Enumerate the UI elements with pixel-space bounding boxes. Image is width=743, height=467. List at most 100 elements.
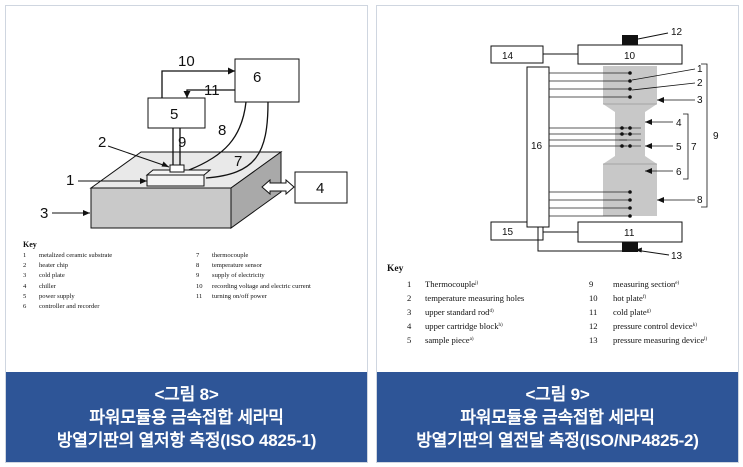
svg-text:thermocouple: thermocouple	[212, 252, 248, 259]
pressure-control-device	[622, 35, 638, 45]
svg-text:3: 3	[407, 307, 411, 317]
svg-text:pressure measuring devicel): pressure measuring devicel)	[613, 335, 708, 345]
label-16: 16	[531, 141, 543, 152]
svg-text:1: 1	[23, 252, 26, 259]
figure-9-caption: <그림 9> 파워모듈용 금속접합 세라믹 방열기판의 열전달 측정(ISO/N…	[377, 372, 738, 462]
box-6	[673, 165, 687, 177]
label-12: 12	[671, 27, 683, 38]
svg-text:supply of electricity: supply of electricity	[212, 272, 265, 279]
svg-text:2: 2	[23, 262, 26, 269]
svg-text:10: 10	[196, 283, 203, 290]
svg-text:10: 10	[589, 293, 598, 303]
svg-text:5: 5	[407, 335, 411, 345]
svg-text:sample piecea): sample piecea)	[425, 335, 474, 345]
caption-figure-number: <그림 8>	[154, 384, 219, 404]
label-1: 1	[697, 64, 703, 75]
svg-text:power supply: power supply	[39, 293, 75, 300]
pressure-measuring-device	[622, 242, 638, 252]
label-13: 13	[671, 251, 683, 262]
svg-text:hot platef): hot platef)	[613, 293, 647, 303]
key-title: Key	[387, 264, 404, 274]
svg-text:8: 8	[196, 262, 200, 269]
label-11: 11	[204, 82, 220, 99]
svg-text:controller and recorder: controller and recorder	[39, 303, 100, 310]
box-4	[673, 116, 687, 128]
label-10: 10	[624, 51, 636, 62]
svg-text:cold plateg): cold plateg)	[613, 307, 651, 317]
label-4: 4	[676, 118, 682, 129]
measuring-holes	[620, 71, 632, 218]
figure-9-panel: 10 12 11 13 14 15 16	[376, 5, 739, 463]
figure-8-panel: 1 2 3 4 5 6 7 8 9 10 11 Key 1 metalized …	[5, 5, 368, 463]
svg-text:recording voltage and electric: recording voltage and electric current	[212, 283, 311, 290]
label-3: 3	[40, 205, 48, 222]
label-5: 5	[676, 142, 682, 153]
svg-text:cold plate: cold plate	[39, 272, 65, 279]
key-list: 1 metalized ceramic substrate 2 heater c…	[23, 252, 311, 310]
heater-chip	[169, 164, 185, 173]
svg-text:pressure control devicek): pressure control devicek)	[613, 321, 697, 331]
line-7	[205, 101, 269, 179]
label-2: 2	[98, 134, 106, 151]
label-10: 10	[178, 53, 195, 70]
svg-text:9: 9	[589, 279, 593, 289]
label-8: 8	[218, 122, 226, 139]
label-9: 9	[178, 134, 186, 151]
label-6: 6	[676, 167, 682, 178]
svg-text:chiller: chiller	[39, 283, 57, 290]
thermal-resistance-diagram: 1 2 3 4 5 6 7 8 9 10 11 Key 1 metalized …	[23, 53, 348, 310]
line-10	[161, 70, 235, 98]
box-5	[673, 140, 687, 152]
svg-text:temperature sensor: temperature sensor	[212, 262, 263, 269]
caption-figure-number: <그림 9>	[525, 384, 590, 404]
svg-text:temperature measuring holes: temperature measuring holes	[425, 293, 525, 303]
label-7: 7	[234, 153, 242, 170]
key-title: Key	[23, 240, 37, 249]
box-14	[490, 45, 544, 64]
key-list: 1 Thermocouplej) 2 temperature measuring…	[407, 279, 708, 345]
label-7: 7	[691, 142, 697, 153]
svg-text:5: 5	[23, 293, 27, 300]
svg-text:4: 4	[23, 283, 27, 290]
svg-text:7: 7	[196, 252, 200, 259]
controller-box	[234, 58, 300, 103]
svg-text:turning on/off power: turning on/off power	[212, 293, 268, 300]
svg-text:11: 11	[589, 307, 597, 317]
label-9: 9	[713, 131, 719, 142]
label-8: 8	[697, 195, 703, 206]
caption-line-3: 방열기판의 열저항 측정(ISO 4825-1)	[56, 430, 317, 450]
line-8	[188, 101, 247, 171]
svg-text:upper standard rodd): upper standard rodd)	[425, 307, 494, 317]
svg-text:12: 12	[589, 321, 598, 331]
svg-text:2: 2	[407, 293, 411, 303]
label-5: 5	[170, 106, 178, 123]
specimen-column	[603, 66, 657, 216]
caption-line-3: 방열기판의 열전달 측정(ISO/NP4825-2)	[416, 430, 699, 450]
svg-text:heater chip: heater chip	[39, 262, 69, 269]
label-2: 2	[697, 78, 703, 89]
chiller-double-arrow	[261, 178, 295, 196]
label-4: 4	[316, 180, 324, 197]
label-14: 14	[502, 51, 514, 62]
svg-text:11: 11	[196, 293, 202, 300]
cold-plate-front-face	[90, 187, 232, 229]
caption-line-2: 파워모듈용 금속접합 세라믹	[460, 407, 655, 427]
chiller-box	[294, 171, 348, 204]
svg-text:4: 4	[407, 321, 412, 331]
label-15: 15	[502, 227, 514, 238]
svg-text:1: 1	[407, 279, 411, 289]
cold-plate-side-face	[230, 151, 282, 229]
svg-text:upper cartridge blockh): upper cartridge blockh)	[425, 321, 503, 331]
svg-text:9: 9	[196, 272, 200, 279]
label-11: 11	[624, 228, 635, 239]
svg-text:measuring sectione): measuring sectione)	[613, 279, 680, 289]
svg-text:13: 13	[589, 335, 598, 345]
label-1: 1	[66, 172, 74, 189]
svg-text:3: 3	[23, 272, 27, 279]
ceramic-substrate	[146, 174, 205, 187]
figure-8-caption: <그림 8> 파워모듈용 금속접합 세라믹 방열기판의 열저항 측정(ISO 4…	[6, 372, 367, 462]
svg-text:6: 6	[23, 303, 27, 310]
power-supply-box	[147, 97, 206, 129]
svg-text:Thermocouplej): Thermocouplej)	[425, 279, 479, 289]
label-6: 6	[253, 69, 261, 86]
